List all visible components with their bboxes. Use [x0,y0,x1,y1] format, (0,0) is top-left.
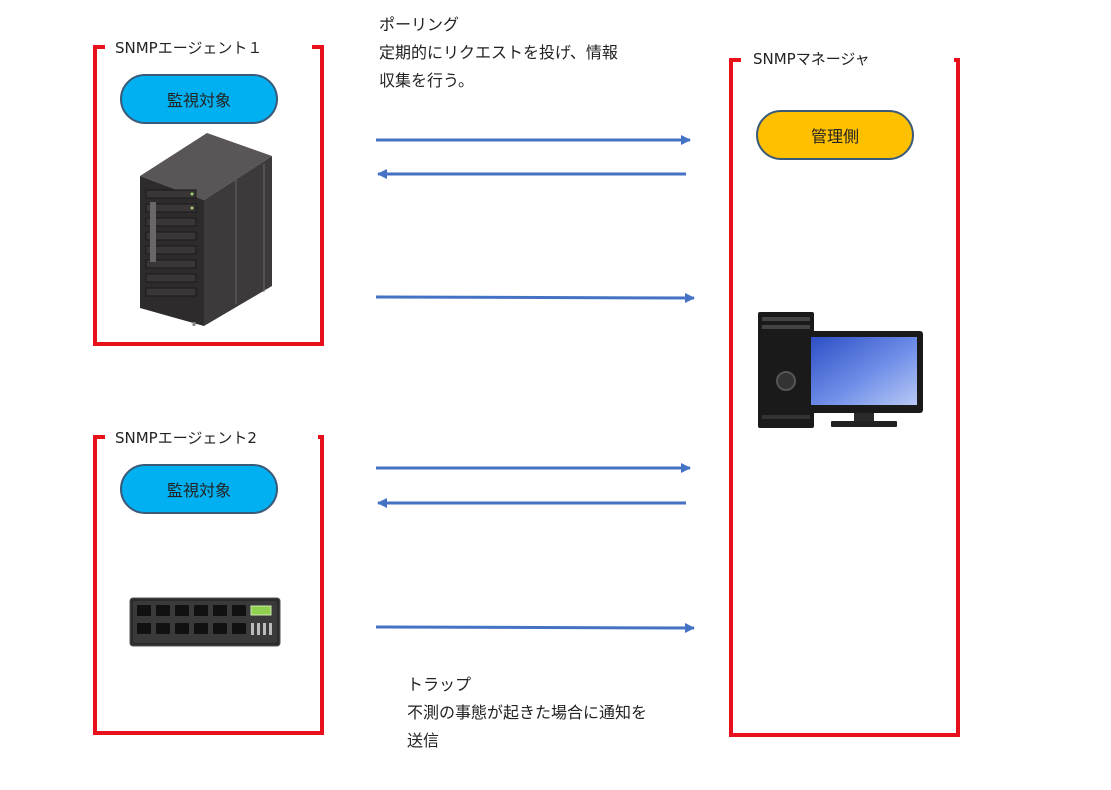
agent1-box-top-left [93,45,105,49]
agent2-box [93,435,324,735]
manager-box-top-right [954,58,960,62]
network-switch-icon [129,597,281,647]
agent2-box-top-right [318,435,324,439]
trap-arrow-1 [375,292,695,303]
desktop-computer-icon [758,312,923,428]
trap-title: トラップ [407,675,472,694]
agent2-badge: 監視対象 [120,464,278,514]
polling-desc-line1: 定期的にリクエストを投げ、情報 [379,43,618,62]
manager-title: SNMPマネージャ [750,48,873,69]
agent2-box-top-left [93,435,105,439]
trap-note: トラップ 不測の事態が起きた場合に通知を 送信 [407,671,647,755]
manager-badge: 管理側 [756,110,914,160]
manager-box-top-left [729,58,741,62]
manager-box [729,58,960,737]
polling-desc-line2: 収集を行う。 [379,71,475,90]
polling-title: ポーリング [379,15,460,34]
agent1-box-top-right [312,45,324,49]
agent1-title: SNMPエージェント１ [112,37,266,58]
trap-arrow-2 [375,622,695,633]
server-rack-icon [140,133,272,326]
trap-desc-line1: 不測の事態が起きた場合に通知を [407,703,648,722]
agent1-badge: 監視対象 [120,74,278,124]
agent2-title: SNMPエージェント2 [112,427,260,448]
polling-note: ポーリング 定期的にリクエストを投げ、情報 収集を行う。 [379,11,618,95]
agent1-box [93,45,324,346]
trap-desc-line2: 送信 [407,731,440,750]
